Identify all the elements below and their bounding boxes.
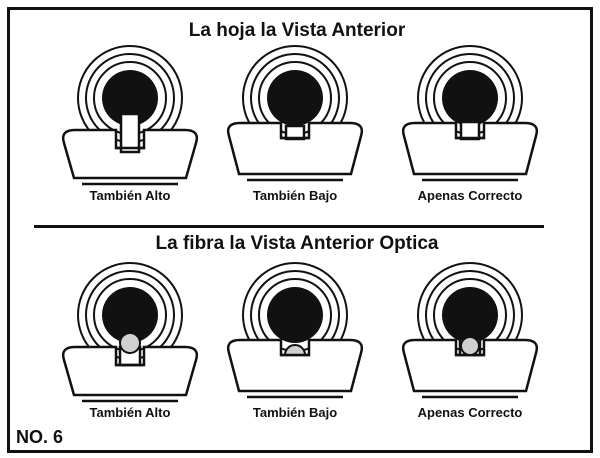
sight-picture-fiber-high-icon [61, 262, 199, 403]
sight-picture-blade-high-icon [61, 45, 199, 186]
sight-cell-fiber-high: También Alto [50, 255, 210, 435]
diagram-frame [7, 7, 593, 453]
caption-fiber-high: También Alto [89, 405, 171, 420]
sight-picture-blade-low-icon [226, 45, 364, 182]
sight-cell-blade-correct: Apenas Correcto [390, 38, 550, 218]
section-divider [34, 225, 544, 228]
caption-blade-correct: Apenas Correcto [417, 188, 523, 203]
caption-fiber-low: También Bajo [252, 405, 338, 420]
sight-picture-fiber-correct-icon [401, 262, 539, 399]
caption-blade-high: También Alto [89, 188, 171, 203]
caption-blade-low: También Bajo [252, 188, 338, 203]
sight-cell-fiber-low: También Bajo [215, 255, 375, 435]
sight-cell-fiber-correct: Apenas Correcto [390, 255, 550, 435]
sight-cell-blade-low: También Bajo [215, 38, 375, 218]
panel-label: NO. 6 [16, 427, 64, 447]
sight-picture-blade-correct-icon [401, 45, 539, 182]
caption-fiber-correct: Apenas Correcto [417, 405, 523, 420]
section-title-fiber: La fibra la Vista Anterior Optica [155, 233, 439, 254]
sight-cell-blade-high: También Alto [50, 38, 210, 218]
section-title-blade: La hoja la Vista Anterior [188, 20, 406, 41]
sight-picture-fiber-low-icon [226, 262, 364, 399]
